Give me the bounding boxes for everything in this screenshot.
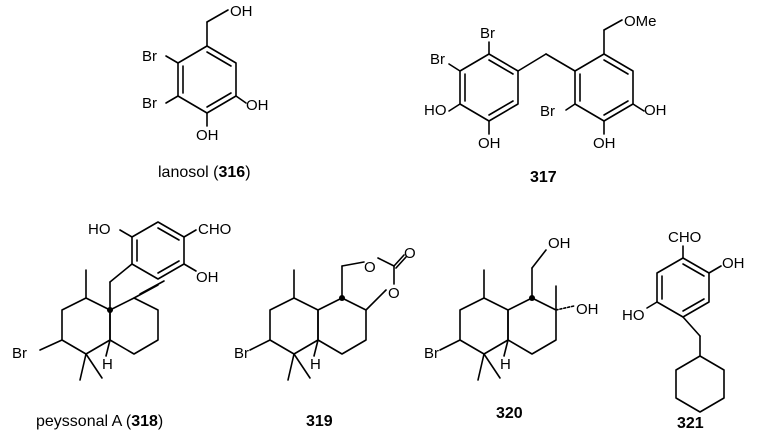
atom-oh: OH	[722, 255, 745, 272]
compound-name: lanosol	[158, 164, 209, 181]
atom-br: Br	[142, 95, 157, 112]
compound-321: CHO OH HO 321	[622, 229, 745, 432]
compound-number: 319	[306, 413, 333, 430]
atom-ome: OMe	[624, 13, 657, 30]
atom-h: H	[500, 356, 511, 373]
atom-br: Br	[142, 48, 157, 65]
atom-br: Br	[424, 345, 439, 362]
compound-number: 318	[131, 413, 158, 430]
compound-318-bonds	[39, 221, 197, 381]
atom-oh: OH	[196, 269, 219, 286]
atom-oh: OH	[196, 127, 219, 144]
atom-oh: OH	[230, 3, 253, 20]
compound-number: 317	[530, 169, 557, 186]
compound-316-caption: lanosol (316)	[158, 164, 251, 181]
atom-br: Br	[480, 25, 495, 42]
atom-oh: OH	[576, 301, 599, 318]
compound-318-peyssonal-a: HO CHO OH Br H peyssonal A (318)	[12, 221, 231, 430]
atom-ho: HO	[88, 221, 111, 238]
atom-h: H	[310, 356, 321, 373]
atom-br: Br	[12, 345, 27, 362]
compound-320: OH OH Br H 320	[424, 235, 599, 422]
stereo-dot	[107, 307, 113, 313]
atom-oh: OH	[478, 135, 501, 152]
compound-name: peyssonal A	[36, 413, 123, 430]
compound-317-bonds	[448, 19, 645, 135]
atom-ho: HO	[622, 307, 645, 324]
atom-o: O	[388, 285, 400, 302]
compound-317: Br Br HO OH OMe Br OH OH 317	[424, 13, 667, 186]
compound-319-bonds	[249, 254, 407, 381]
atom-o: O	[404, 245, 416, 262]
atom-o: O	[364, 259, 376, 276]
atom-oh: OH	[548, 235, 571, 252]
atom-oh: OH	[644, 102, 667, 119]
atom-br: Br	[430, 51, 445, 68]
atom-cho: CHO	[668, 229, 701, 246]
compound-number: 316	[218, 164, 245, 181]
atom-h: H	[102, 356, 113, 373]
stereo-dot	[529, 295, 535, 301]
stereo-dot	[339, 295, 345, 301]
compound-319: O O O Br H 319	[234, 245, 416, 430]
atom-br: Br	[234, 345, 249, 362]
atom-oh: OH	[593, 135, 616, 152]
atom-oh: OH	[246, 97, 269, 114]
compound-318-caption: peyssonal A (318)	[36, 413, 163, 430]
atom-cho: CHO	[198, 221, 231, 238]
compound-316-bonds	[165, 9, 247, 127]
compound-321-bonds	[646, 245, 725, 413]
compound-number: 321	[677, 415, 704, 432]
compound-316-lanosol: OH Br Br OH OH lanosol (316)	[142, 3, 269, 181]
compound-320-bonds	[439, 249, 575, 381]
atom-br: Br	[540, 103, 555, 120]
compound-number: 320	[496, 405, 523, 422]
atom-ho: HO	[424, 102, 447, 119]
